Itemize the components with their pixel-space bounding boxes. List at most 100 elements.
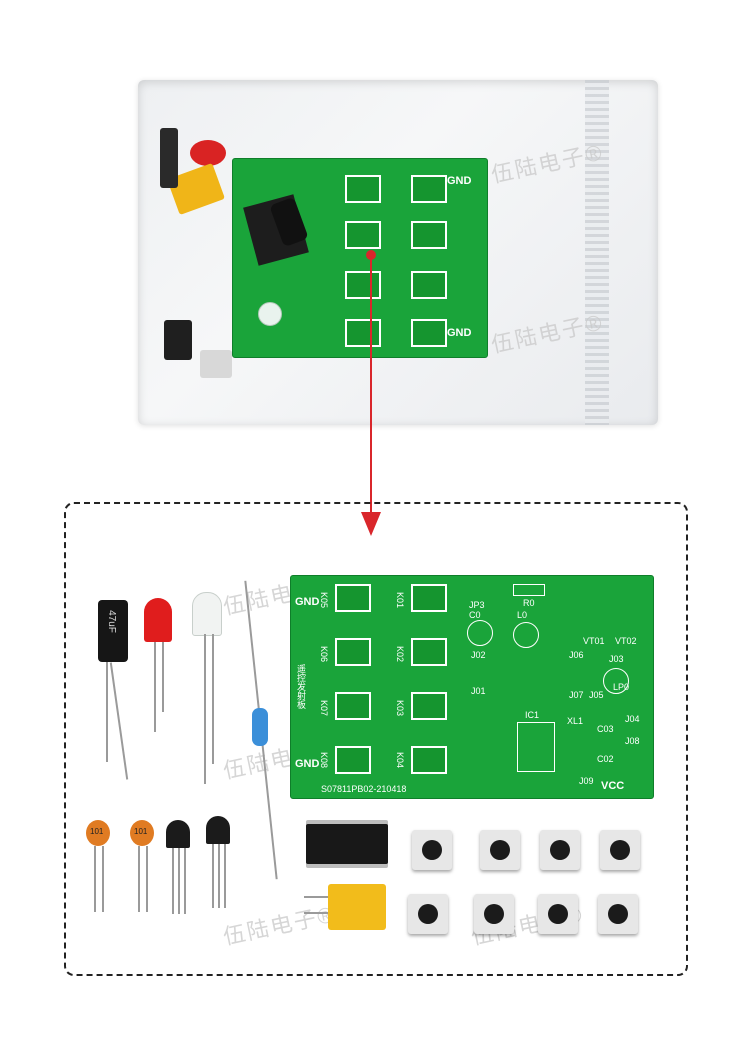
- arrow-shaft: [370, 258, 372, 514]
- ic-chip: [306, 824, 388, 864]
- ceramic-cap-lead: [146, 846, 148, 912]
- transistor-lead: [212, 844, 214, 908]
- ceramic-cap-lead: [102, 846, 104, 912]
- led-lead: [162, 642, 164, 712]
- bagged-key-pad: [411, 319, 447, 347]
- silk-label: C0: [469, 610, 481, 620]
- red-led: [144, 598, 172, 642]
- key-label: K05: [319, 592, 329, 609]
- transistor-lead: [178, 848, 180, 914]
- bag-zip-seal: [585, 80, 609, 425]
- ceramic-cap-lead: [94, 846, 96, 912]
- tact-switch: [598, 894, 638, 934]
- silk-label: J04: [625, 714, 640, 724]
- tact-switch: [474, 894, 514, 934]
- key-label: K08: [319, 752, 329, 769]
- silk-label: C02: [597, 754, 614, 764]
- key-pad-k08: [335, 746, 371, 774]
- transistor-lead: [172, 848, 174, 914]
- key-pad-k07: [335, 692, 371, 720]
- key-label: K06: [319, 646, 329, 663]
- led-lead: [154, 642, 156, 732]
- led-lead: [204, 634, 206, 784]
- silk-label: L0: [517, 610, 528, 620]
- yellow-crystal: [328, 884, 386, 930]
- pcb-board: GND GND VCC S07811PB02-210418 遥控发射板 K05 …: [290, 575, 654, 799]
- silk-label: C03: [597, 724, 614, 734]
- silk-label: VT02: [615, 636, 637, 646]
- part-number-label: S07811PB02-210418: [321, 784, 407, 794]
- crystal-lead: [304, 896, 330, 898]
- key-label: K01: [395, 592, 405, 609]
- bagged-clear-led: [258, 302, 282, 326]
- clear-led: [192, 592, 222, 636]
- arrow-head: [361, 512, 381, 536]
- bagged-tact-switch: [200, 350, 232, 378]
- capacitor-label: 47uF: [105, 610, 117, 633]
- silk-label: J08: [625, 736, 640, 746]
- inductor-footprint: [513, 622, 539, 648]
- gnd-label-top: GND: [295, 596, 320, 608]
- key-pad-k03: [411, 692, 447, 720]
- silk-label: J06: [569, 650, 584, 660]
- silk-label: XL1: [567, 716, 584, 726]
- bagged-red-led: [190, 140, 226, 166]
- resistor-footprint: [513, 584, 545, 596]
- silk-label: LP0: [613, 682, 630, 692]
- capacitor-lead: [106, 662, 108, 762]
- bagged-key-pad: [345, 221, 381, 249]
- arrow-start-dot: [366, 250, 376, 260]
- key-label: K04: [395, 752, 405, 769]
- transistor-lead: [224, 844, 226, 908]
- silk-label: IC1: [525, 710, 540, 720]
- resistor-body: [252, 708, 268, 746]
- bagged-key-pad: [345, 175, 381, 203]
- parts-panel: [64, 502, 688, 976]
- silk-label: J09: [579, 776, 594, 786]
- silk-label: J05: [589, 690, 604, 700]
- electrolytic-capacitor: 47uF: [98, 600, 128, 662]
- ceramic-capacitor: 101: [86, 820, 110, 846]
- key-pad-k06: [335, 638, 371, 666]
- tact-switch: [480, 830, 520, 870]
- silk-label: J03: [609, 654, 624, 664]
- bagged-key-pad: [345, 271, 381, 299]
- bagged-gnd-label-top: GND: [447, 175, 472, 187]
- key-pad-k05: [335, 584, 371, 612]
- key-pad-k01: [411, 584, 447, 612]
- ic-footprint: [517, 722, 555, 772]
- transistor-lead: [184, 848, 186, 914]
- silk-label: JP3: [469, 600, 485, 610]
- led-lead: [212, 634, 214, 764]
- capacitor-footprint: [467, 620, 493, 646]
- ceramic-cap-label: 101: [90, 827, 104, 836]
- tact-switch: [538, 894, 578, 934]
- bagged-key-pad: [411, 271, 447, 299]
- bagged-gnd-label-bottom: GND: [447, 327, 472, 339]
- bagged-key-pad: [411, 221, 447, 249]
- key-label: K03: [395, 700, 405, 717]
- key-pad-k04: [411, 746, 447, 774]
- silk-label: J07: [569, 690, 584, 700]
- bagged-transistor: [160, 128, 178, 188]
- ceramic-cap-lead: [138, 846, 140, 912]
- bagged-key-pad: [345, 319, 381, 347]
- bagged-key-pad: [411, 175, 447, 203]
- gnd-label-bottom: GND: [295, 758, 320, 770]
- silk-label: VT01: [583, 636, 605, 646]
- led-footprint: [603, 668, 629, 694]
- silk-label: J02: [471, 650, 486, 660]
- ceramic-cap-label: 101: [134, 827, 148, 836]
- crystal-lead: [304, 912, 330, 914]
- tact-switch: [408, 894, 448, 934]
- key-pad-k02: [411, 638, 447, 666]
- key-label: K07: [319, 700, 329, 717]
- tact-switch: [540, 830, 580, 870]
- tact-switch: [412, 830, 452, 870]
- bagged-pcb: GND GND: [232, 158, 488, 358]
- transistor-lead: [218, 844, 220, 908]
- vcc-label: VCC: [601, 780, 625, 792]
- silk-label: R0: [523, 598, 535, 608]
- key-label: K02: [395, 646, 405, 663]
- ceramic-capacitor: 101: [130, 820, 154, 846]
